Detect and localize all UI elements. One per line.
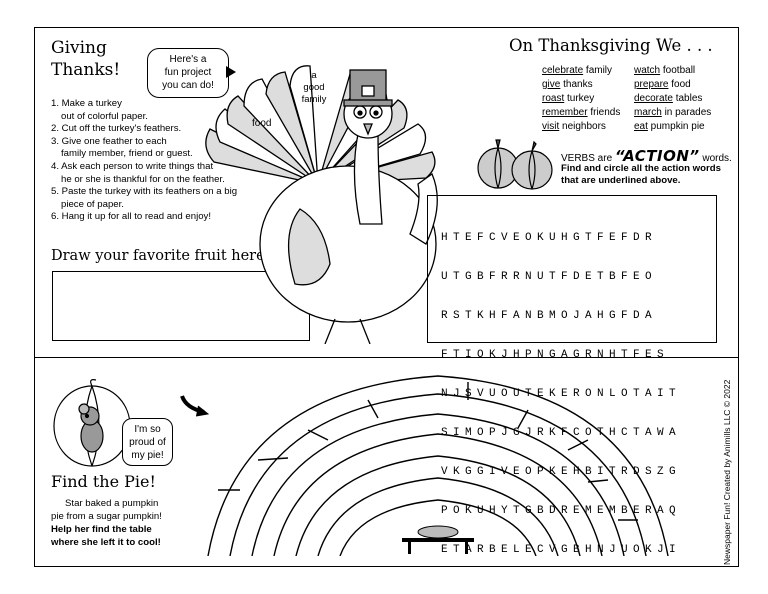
speech-bubble-tail: [226, 66, 236, 78]
step-line: 4. Ask each person to write things that: [51, 160, 214, 172]
turkey-body: [259, 165, 437, 323]
wordsearch-instructions: Find and circle all the action words tha…: [561, 163, 721, 186]
step-line: 1. Make a turkey: [51, 98, 122, 109]
wordsearch-frame: [427, 195, 717, 343]
step-line: piece of paper.: [61, 198, 124, 210]
step-line: family member, friend or guest.: [61, 148, 193, 160]
step-line: 5. Paste the turkey with its feathers on…: [51, 186, 238, 198]
wordsearch-row: SIMOPJGJRKFCOTHCTAWA: [441, 427, 682, 439]
pumpkins-icon: [477, 139, 553, 190]
find-the-pie-title: Find the Pie!: [51, 472, 156, 491]
feather-label-family-1: a: [311, 70, 317, 81]
pie-table-icon: [402, 525, 474, 554]
step-line: out of colorful paper.: [61, 110, 148, 122]
verbs-action-line: VERBS are “ACTION” words.: [561, 147, 732, 165]
wordsearch-row: UTGBFRRNUTFDETBFEO: [441, 271, 658, 283]
step-line: 6. Hang it up for all to read and enjoy!: [51, 211, 211, 223]
maze[interactable]: [168, 370, 708, 556]
credit-line: Newspaper Fun! Created by Animills LLC ©…: [722, 379, 732, 565]
page-border: [34, 27, 739, 567]
wordsearch-row: ETARBELECVGBHNJUOKJI: [441, 544, 682, 556]
wordsearch-row: FTIOKJHPNGAGRNHTFES: [441, 349, 670, 361]
step-line: 3. Give one feather to each: [51, 135, 167, 147]
draw-fruit-title: Draw your favorite fruit here:: [51, 248, 270, 264]
feather-label-family-3: family: [302, 94, 327, 105]
speech-bubble-proud: I'm so proud of my pie!: [122, 418, 173, 466]
step-line: 2. Cut off the turkey's feathers.: [51, 123, 182, 135]
step-line: he or she is thankful for on the feather…: [61, 173, 225, 185]
feather-label-food: food: [252, 118, 271, 129]
wordsearch-row: NJSVUOUTEKERONLOTAIT: [441, 388, 682, 400]
instruction-steps: 1. Make a turkey out of colorful paper. …: [51, 98, 286, 224]
giving-thanks-title: Giving Thanks!: [51, 38, 121, 80]
turkey-illustration: food a good family good friends: [205, 65, 438, 344]
wordsearch-row: HTEFCVEOKUHGTFEFDR: [441, 232, 658, 244]
section-divider: [34, 357, 739, 358]
thanksgiving-title: On Thanksgiving We . . .: [509, 36, 713, 55]
mouse-pumpkin-icon: [53, 379, 131, 467]
wordsearch-row: RSTKHFANBMOJAHGFDA: [441, 310, 658, 322]
feather-label-family-2: good: [303, 82, 324, 93]
find-the-pie-text: Star baked a pumpkin pie from a sugar pu…: [51, 498, 162, 548]
